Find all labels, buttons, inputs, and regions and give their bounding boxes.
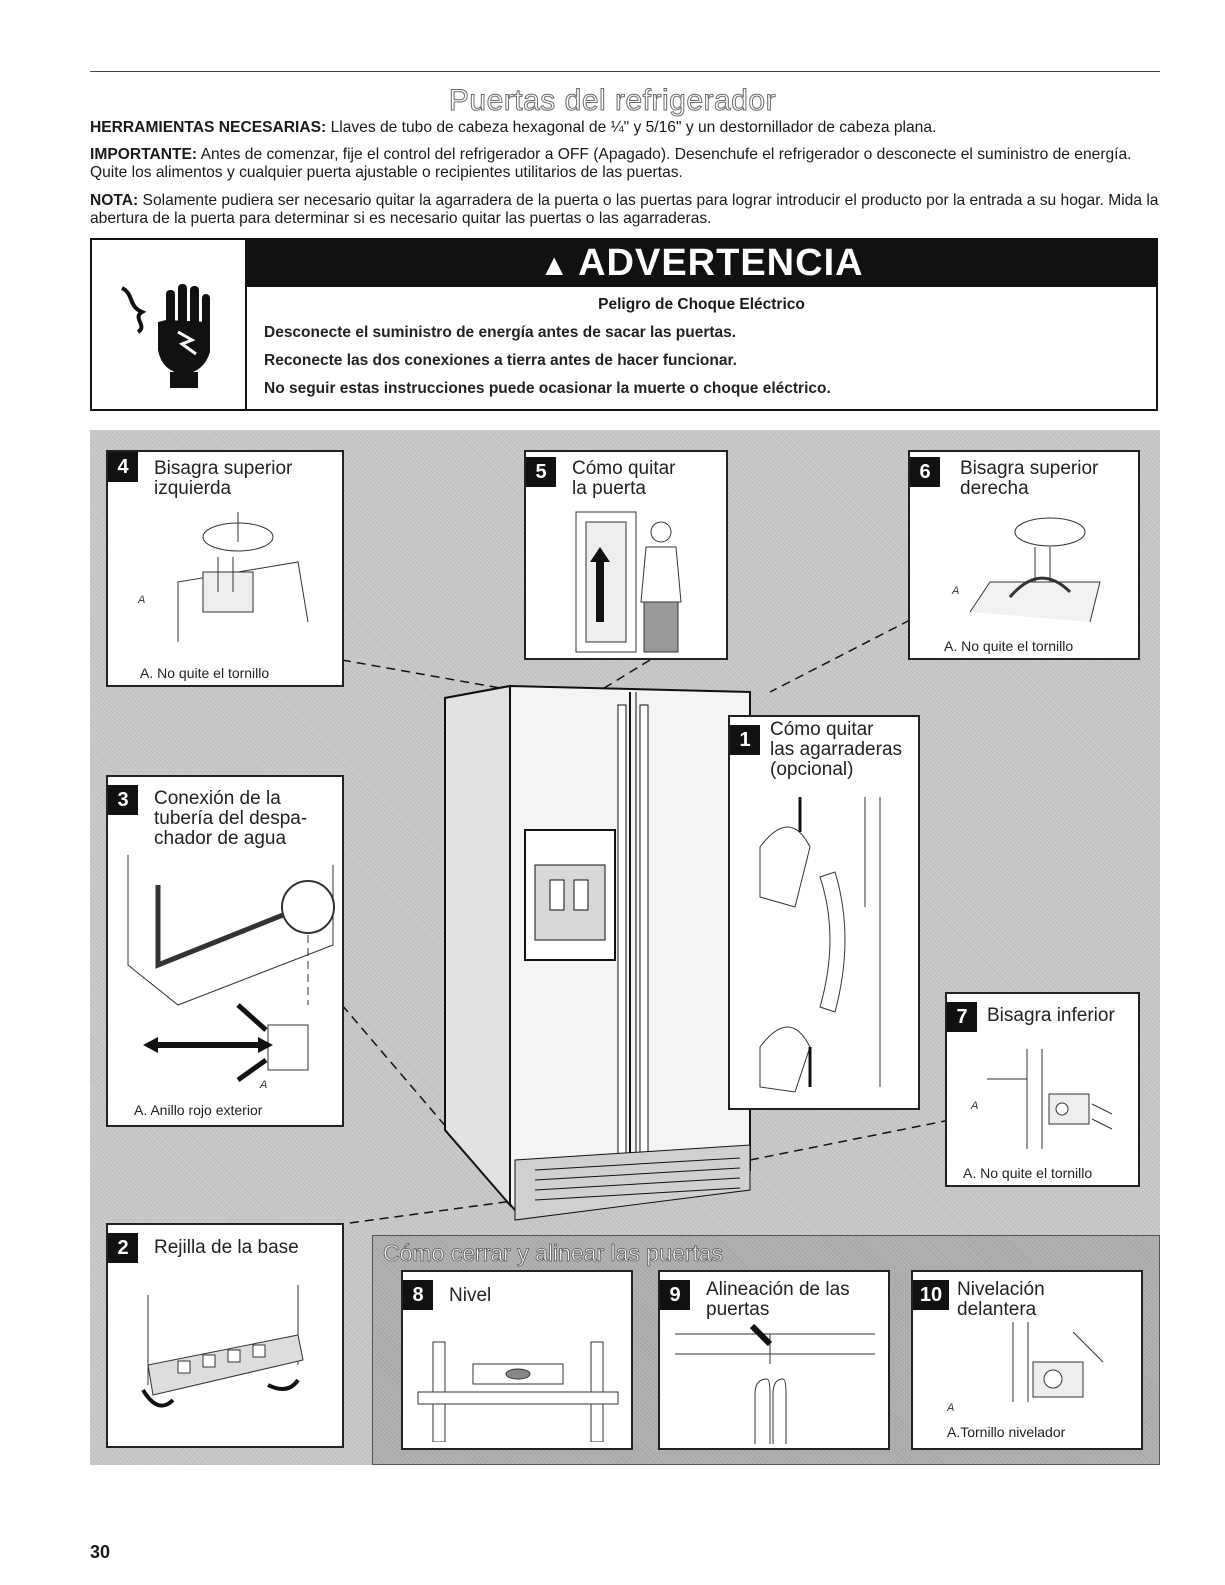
panel-4-title-1: Bisagra superior	[154, 458, 293, 479]
note-paragraph: NOTA: Solamente pudiera ser necesario qu…	[90, 192, 1165, 228]
panel-4-caption: A. No quite el tornillo	[140, 665, 270, 681]
panel-4-title-2: izquierda	[154, 478, 232, 499]
note-label: NOTA:	[90, 192, 139, 209]
panel-2-base-grille: 2 Rejilla de la base	[106, 1223, 344, 1448]
closing-title: Cómo cerrar y alinear las puertas	[383, 1240, 724, 1267]
top-rule	[90, 71, 1160, 72]
panel-5-remove-door: 5 Cómo quitar la puerta	[524, 450, 728, 660]
bottom-hinge-drawing	[987, 1049, 1113, 1149]
panel-5-title-2: la puerta	[572, 478, 646, 499]
step-badge-4: 4	[108, 452, 138, 482]
step-badge-3: 3	[108, 785, 138, 815]
panel-1-title-1: Cómo quitar	[770, 719, 874, 740]
page-title: Puertas del refrigerador	[448, 84, 777, 118]
panel-1-title-2: las agarraderas	[770, 739, 903, 760]
panel-6-title-2: derecha	[960, 478, 1029, 499]
panel-3-title-2: tubería del despa-	[154, 808, 308, 829]
note-text: Solamente pudiera ser necesario quitar l…	[90, 192, 1159, 227]
warning-line-3: No seguir estas instrucciones puede ocas…	[264, 380, 831, 397]
panel-6-top-right-hinge: 6 Bisagra superior derecha A A. No quite…	[908, 450, 1140, 660]
step-badge-2: 2	[108, 1233, 138, 1263]
panel-9-title-1: Alineación de las	[706, 1279, 850, 1300]
panel-3-title-3: chador de agua	[154, 828, 287, 849]
warning-icon-cell	[92, 240, 247, 409]
level-drawing	[417, 1341, 619, 1442]
remove-handles-drawing	[759, 797, 881, 1093]
panel-7-title-1: Bisagra inferior	[987, 1005, 1115, 1026]
step-badge-5: 5	[526, 457, 556, 487]
water-line-drawing	[127, 855, 335, 1083]
warning-subtitle: Peligro de Choque Eléctrico	[598, 296, 805, 313]
warning-heading-text: ADVERTENCIA	[578, 242, 864, 284]
step-badge-9: 9	[660, 1280, 690, 1310]
panel-3-label-a: A	[260, 1079, 268, 1091]
panel-6-title-1: Bisagra superior	[960, 458, 1099, 479]
page-number: 30	[90, 1542, 111, 1562]
warning-triangle-icon: ▲	[539, 249, 571, 282]
step-badge-8: 8	[403, 1280, 433, 1310]
important-paragraph: IMPORTANTE: Antes de comenzar, fije el c…	[90, 146, 1165, 182]
panel-1-title-3: (opcional)	[770, 759, 854, 780]
panel-10-caption: A.Tornillo nivelador	[947, 1424, 1066, 1440]
closing-section: Cómo cerrar y alinear las puertas 8 Nive…	[372, 1235, 1160, 1465]
panel-9-title-2: puertas	[706, 1299, 770, 1320]
panel-8-title-1: Nivel	[449, 1285, 492, 1306]
top-left-hinge-drawing	[177, 512, 309, 642]
panel-10-label-a: A	[947, 1402, 955, 1414]
top-right-hinge-drawing	[969, 517, 1101, 623]
panel-2-title-1: Rejilla de la base	[154, 1237, 299, 1258]
remove-door-drawing	[575, 511, 682, 653]
panel-9-door-alignment: 9 Alineación de las puertas	[658, 1270, 890, 1450]
step-badge-6: 6	[910, 457, 940, 487]
panel-3-caption: A. Anillo rojo exterior	[134, 1102, 263, 1118]
warning-box: ▲ADVERTENCIA Peligro de Choque Eléctrico…	[90, 238, 1158, 411]
panel-3-water-line: 3 Conexión de la tubería del despa- chad…	[106, 775, 344, 1127]
base-grille-drawing	[141, 1285, 304, 1408]
important-text: Antes de comenzar, fije el control del r…	[90, 146, 1132, 181]
panel-8-level: 8 Nivel	[401, 1270, 633, 1450]
tools-text: Llaves de tubo de cabeza hexagonal de ¼"…	[326, 119, 937, 136]
step-badge-7: 7	[947, 1002, 977, 1032]
warning-heading: ▲ADVERTENCIA	[247, 240, 1156, 287]
electric-shock-hand-icon	[120, 284, 210, 388]
panel-10-title-1: Nivelación	[957, 1279, 1045, 1300]
panel-3-title-1: Conexión de la	[154, 788, 281, 809]
important-label: IMPORTANTE:	[90, 146, 198, 163]
tools-paragraph: HERRAMIENTAS NECESARIAS: Llaves de tubo …	[90, 119, 1165, 137]
step-badge-1: 1	[730, 725, 760, 755]
front-leveling-drawing	[1012, 1322, 1104, 1402]
warning-line-2: Reconecte las dos conexiones a tierra an…	[264, 352, 737, 369]
panel-1-remove-handles: 1 Cómo quitar las agarraderas (opcional)	[728, 715, 920, 1110]
panel-5-title-1: Cómo quitar	[572, 458, 676, 479]
panel-10-front-leveling: 10 Nivelación delantera A A.Tornillo niv…	[911, 1270, 1143, 1450]
panel-10-title-2: delantera	[957, 1299, 1037, 1320]
panel-4-top-left-hinge: 4 Bisagra superior izquierda A A. No qui…	[106, 450, 344, 687]
step-badge-10: 10	[913, 1280, 949, 1310]
panel-7-label-a: A	[971, 1100, 979, 1112]
panel-7-bottom-hinge: 7 Bisagra inferior A A. No quite el torn…	[945, 992, 1140, 1187]
tools-label: HERRAMIENTAS NECESARIAS:	[90, 119, 327, 136]
panel-7-caption: A. No quite el tornillo	[963, 1165, 1093, 1181]
refrigerator-illustration	[334, 619, 951, 1226]
door-alignment-drawing	[675, 1324, 875, 1444]
panel-6-caption: A. No quite el tornillo	[944, 638, 1074, 654]
panel-4-label-a: A	[138, 594, 146, 606]
diagram-area: 4 Bisagra superior izquierda A A. No qui…	[90, 430, 1160, 1465]
warning-line-1: Desconecte el suministro de energía ante…	[264, 324, 737, 341]
panel-6-label-a: A	[952, 585, 960, 597]
